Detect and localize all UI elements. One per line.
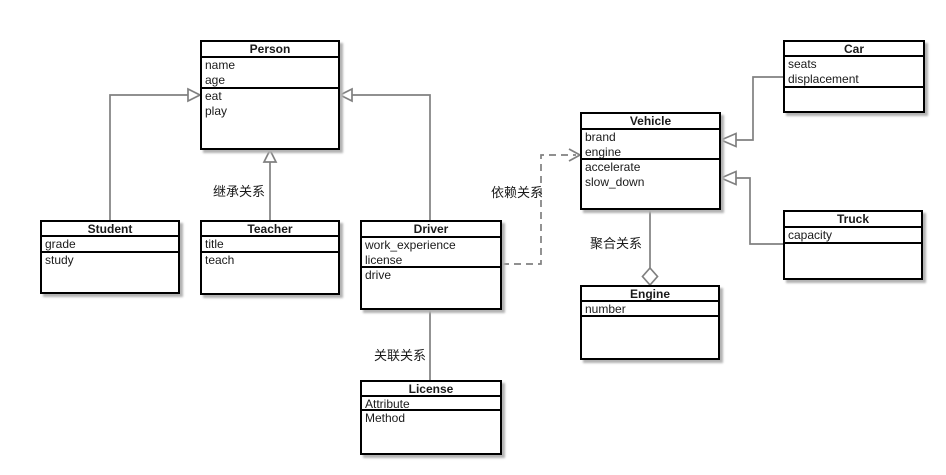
class-attributes: title	[202, 237, 338, 253]
aggregation-diamond	[641, 266, 659, 287]
class-box-truck[interactable]: Truck capacity	[783, 210, 923, 280]
class-attributes: seats displacement	[785, 57, 923, 88]
class-title: Driver	[362, 222, 500, 238]
edge-driver-person[interactable]	[352, 94, 431, 220]
class-attribute: number	[585, 302, 626, 316]
inheritance-arrowhead	[718, 132, 737, 148]
class-attribute: license	[365, 253, 403, 267]
class-methods: study	[42, 253, 178, 292]
class-box-driver[interactable]: Driver work_experience license drive	[360, 220, 502, 310]
class-box-license[interactable]: License Attribute Method	[360, 380, 502, 455]
class-method: play	[205, 104, 228, 118]
class-methods	[582, 317, 718, 358]
class-method: slow_down	[585, 175, 645, 189]
class-attributes: work_experience license	[362, 238, 500, 268]
class-attribute: work_experience	[365, 238, 456, 252]
label-inheritance[interactable]: 继承关系	[213, 184, 266, 199]
class-box-vehicle[interactable]: Vehicle brand engine accelerate slow_dow…	[580, 112, 721, 210]
inheritance-arrowhead	[262, 148, 278, 163]
edge-truck-vehicle[interactable]	[736, 177, 783, 245]
class-attribute: title	[205, 237, 224, 251]
class-methods: Method	[362, 411, 500, 453]
edge-student-person[interactable]	[109, 94, 188, 220]
class-attribute: brand	[585, 130, 616, 144]
class-attributes: Attribute	[362, 397, 500, 411]
class-title: License	[362, 382, 500, 397]
class-attribute: Attribute	[365, 397, 410, 411]
class-attribute: grade	[45, 237, 76, 251]
class-title: Teacher	[202, 222, 338, 237]
inheritance-arrowhead	[338, 87, 353, 103]
class-box-teacher[interactable]: Teacher title teach	[200, 220, 340, 295]
label-dependency[interactable]: 依赖关系	[491, 185, 544, 200]
inheritance-arrowhead	[718, 170, 737, 186]
label-aggregation[interactable]: 聚合关系	[590, 236, 643, 251]
class-attribute: age	[205, 73, 226, 87]
class-title: Car	[785, 42, 923, 57]
class-box-car[interactable]: Car seats displacement	[783, 40, 925, 113]
class-attributes: brand engine	[582, 130, 719, 160]
class-title: Engine	[582, 287, 718, 302]
class-method: drive	[365, 268, 392, 282]
label-association[interactable]: 关联关系	[374, 348, 427, 363]
edge-driver-vehicle[interactable]	[502, 154, 576, 265]
inheritance-arrowhead	[187, 87, 202, 103]
class-title: Truck	[785, 212, 921, 228]
class-method: eat	[205, 89, 222, 103]
class-methods	[785, 88, 923, 111]
class-methods: eat play	[202, 89, 338, 148]
class-title: Person	[202, 42, 338, 58]
class-method: teach	[205, 253, 235, 267]
class-method: Method	[365, 411, 406, 425]
edge-car-vehicle[interactable]	[736, 76, 783, 141]
class-methods: drive	[362, 268, 500, 308]
class-box-student[interactable]: Student grade study	[40, 220, 180, 294]
class-attributes: capacity	[785, 228, 921, 244]
class-attributes: grade	[42, 237, 178, 253]
class-title: Student	[42, 222, 178, 237]
class-method: accelerate	[585, 160, 641, 174]
class-title: Vehicle	[582, 114, 719, 130]
class-attributes: number	[582, 302, 718, 317]
class-attribute: name	[205, 58, 236, 72]
class-attribute: engine	[585, 145, 622, 159]
class-methods: teach	[202, 253, 338, 293]
class-methods: accelerate slow_down	[582, 160, 719, 208]
class-methods	[785, 244, 921, 278]
class-attributes: name age	[202, 58, 338, 89]
class-box-engine[interactable]: Engine number	[580, 285, 720, 360]
class-method: study	[45, 253, 74, 267]
class-attribute: capacity	[788, 228, 833, 242]
class-attribute: displacement	[788, 72, 859, 86]
class-attribute: seats	[788, 57, 817, 71]
class-box-person[interactable]: Person name age eat play	[200, 40, 340, 150]
